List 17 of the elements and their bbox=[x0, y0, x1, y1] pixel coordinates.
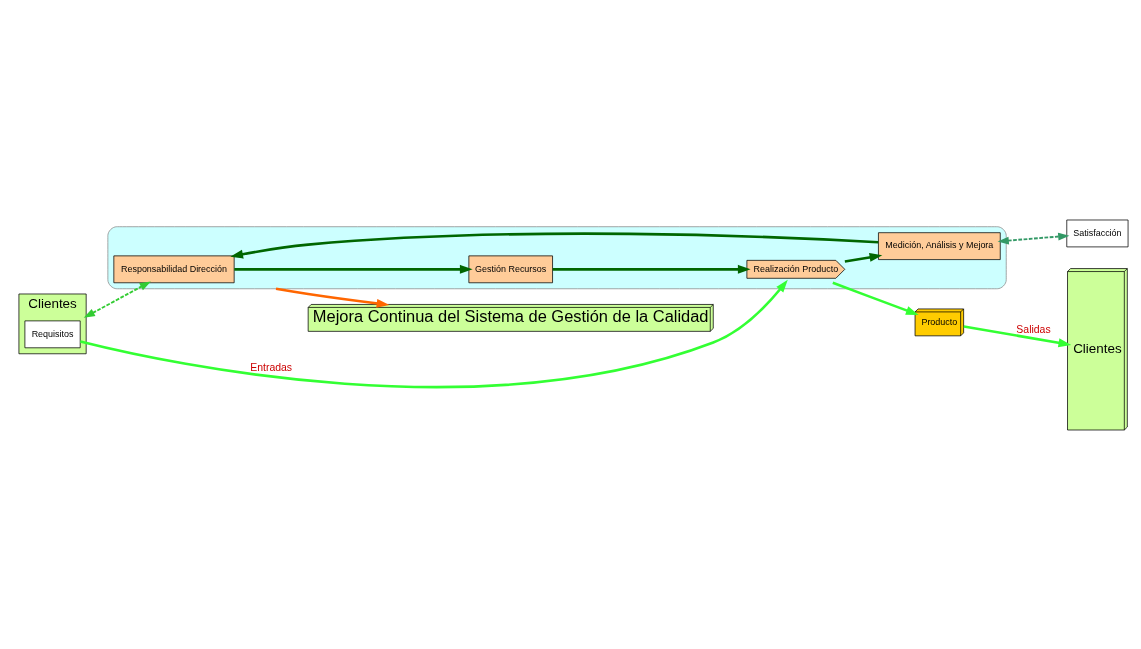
node-box: Responsabilidad Dirección bbox=[113, 255, 235, 283]
node-box: Gestión Recursos bbox=[468, 255, 553, 283]
edge-label: Salidas bbox=[1016, 323, 1051, 335]
arrow bbox=[963, 324, 1072, 347]
arrow bbox=[832, 281, 919, 315]
arrow bbox=[234, 264, 473, 274]
node-box: Medición, Análisis y Mejora bbox=[878, 231, 1001, 260]
arrow bbox=[83, 280, 151, 318]
arrow bbox=[275, 286, 390, 308]
arrow bbox=[230, 231, 879, 259]
arrow bbox=[997, 232, 1070, 244]
node-box: Satisfacción bbox=[1066, 219, 1129, 247]
arrow bbox=[80, 279, 788, 388]
arrow bbox=[844, 252, 883, 263]
edge-label: Entradas bbox=[250, 361, 293, 373]
node-box: Requisitos bbox=[24, 320, 81, 348]
arrow bbox=[552, 264, 751, 274]
